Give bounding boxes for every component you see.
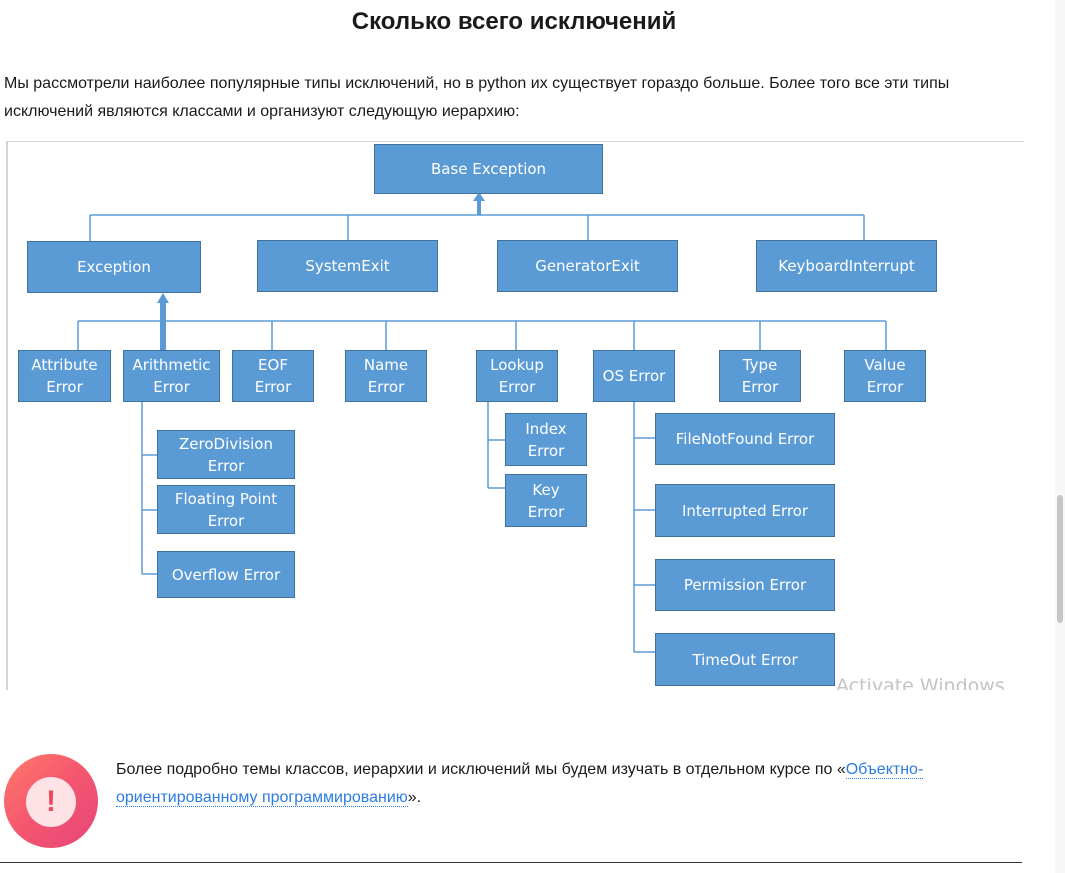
exception-hierarchy-diagram: Base Exception Exception SystemExit Gene…: [6, 141, 1024, 690]
diagram-connectors: [77, 192, 887, 653]
node-file-not-found-error: FileNotFound Error: [655, 413, 835, 465]
note-badge: !: [4, 754, 98, 848]
note-text-before: Более подробно темы классов, иерархии и …: [116, 761, 846, 778]
node-attribute-error: Attribute Error: [18, 350, 111, 402]
note-text: Более подробно темы классов, иерархии и …: [116, 756, 1022, 812]
node-os-error: OS Error: [593, 350, 675, 402]
node-permission-error: Permission Error: [655, 559, 835, 611]
node-generator-exit: GeneratorExit: [497, 240, 678, 292]
node-interrupted-error: Interrupted Error: [655, 484, 835, 537]
node-eof-error: EOF Error: [232, 350, 314, 402]
node-key-error: Key Error: [505, 474, 587, 527]
scrollbar-track[interactable]: [1055, 0, 1065, 873]
node-value-error: Value Error: [844, 350, 926, 402]
scrollbar-thumb[interactable]: [1057, 495, 1063, 623]
oop-course-link[interactable]: Объектно-ориентированному программирован…: [116, 761, 924, 807]
node-system-exit: SystemExit: [257, 240, 438, 292]
node-index-error: Index Error: [505, 413, 587, 466]
node-name-error: Name Error: [345, 350, 427, 402]
node-type-error: Type Error: [719, 350, 801, 402]
node-overflow-error: Overflow Error: [157, 551, 295, 598]
node-exception: Exception: [27, 241, 201, 293]
page-title: Сколько всего исключений: [351, 8, 677, 35]
section-divider: [0, 862, 1022, 863]
node-lookup-error: Lookup Error: [476, 350, 558, 402]
intro-paragraph: Мы рассмотрели наиболее популярные типы …: [4, 75, 950, 120]
node-base-exception: Base Exception: [374, 144, 603, 194]
node-keyboard-interrupt: KeyboardInterrupt: [756, 240, 937, 292]
node-arithmetic-error: Arithmetic Error: [123, 350, 220, 402]
activate-windows-watermark: Activate Windows: [836, 675, 1005, 690]
node-timeout-error: TimeOut Error: [655, 633, 835, 686]
note-text-after: ».: [407, 789, 422, 806]
node-floating-point-error: Floating Point Error: [157, 485, 295, 534]
node-zero-division-error: ZeroDivision Error: [157, 430, 295, 479]
exclamation-icon: !: [26, 777, 76, 827]
